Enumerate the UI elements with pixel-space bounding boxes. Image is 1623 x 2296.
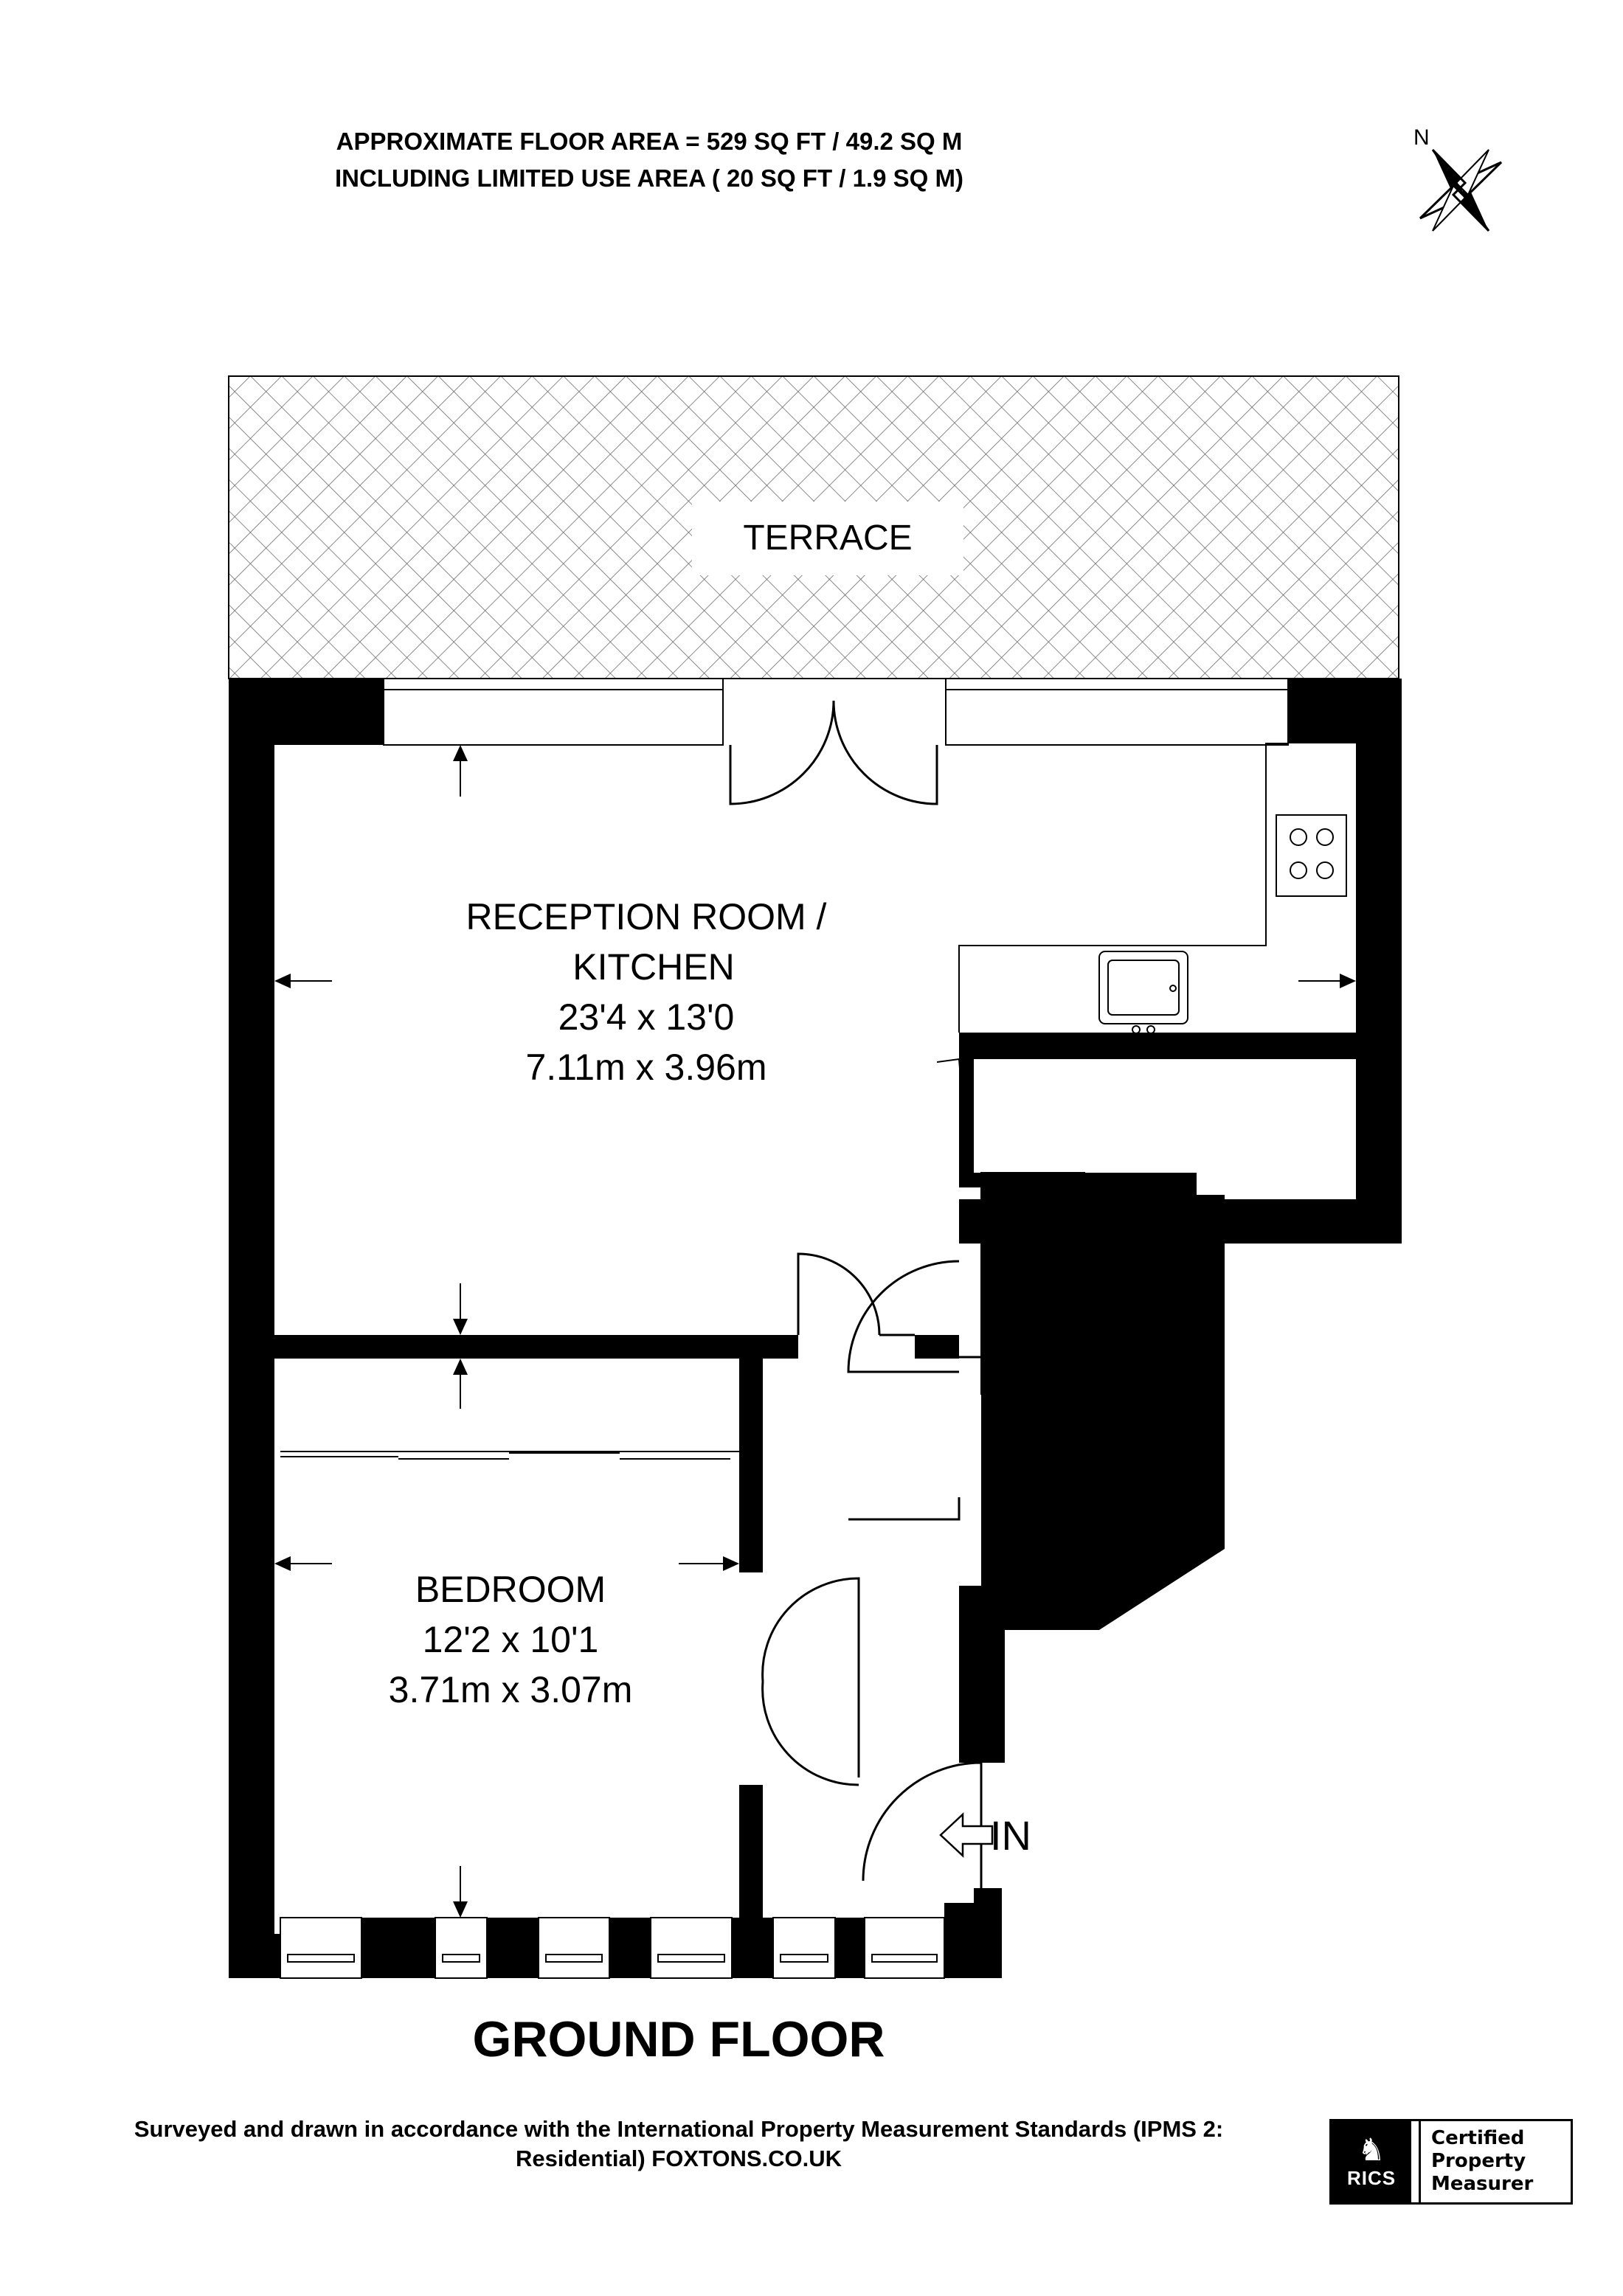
bathroom-fixtures	[980, 1172, 1167, 1580]
limited-use-area-line: INCLUDING LIMITED USE AREA ( 20 SQ FT / …	[335, 164, 963, 192]
badge-line-1: Certified	[1431, 2127, 1525, 2149]
badge-line-2: Property	[1431, 2150, 1526, 2172]
kitchen-units	[936, 743, 1347, 1151]
floor-title: GROUND FLOOR	[472, 2011, 885, 2067]
entrance-label: IN	[990, 1812, 1031, 1859]
wardrobe-doors	[280, 1451, 739, 1460]
bedroom-metric: 3.71m x 3.07m	[389, 1669, 633, 1710]
floor-area-line: APPROXIMATE FLOOR AREA = 529 SQ FT / 49.…	[336, 128, 963, 155]
bedroom-imperial: 12'2 x 10'1	[423, 1619, 599, 1660]
windows	[280, 678, 1289, 1979]
compass-rose-icon	[1419, 148, 1503, 232]
rics-certification-text: Certified Property Measurer	[1419, 2121, 1533, 2202]
walls	[229, 679, 1402, 1978]
footer-standards-line: Surveyed and drawn in accordance with th…	[134, 2116, 1224, 2142]
north-label: N	[1413, 125, 1430, 150]
reception-name-line1: RECEPTION ROOM /	[466, 896, 827, 937]
terrace-area	[228, 375, 1399, 679]
terrace-label: TERRACE	[743, 518, 912, 558]
doors	[729, 700, 983, 1888]
bedroom-name: BEDROOM	[415, 1569, 606, 1610]
footer-website-line: Residential) FOXTONS.CO.UK	[515, 2146, 842, 2171]
reception-name-line2: KITCHEN	[572, 946, 734, 988]
rics-logo: ♞ RICS	[1332, 2121, 1411, 2202]
reception-metric: 7.11m x 3.96m	[525, 1047, 766, 1088]
entrance-arrow-icon	[939, 1812, 994, 1858]
rics-certified-badge: ♞ RICS Certified Property Measurer	[1329, 2119, 1573, 2205]
rics-logo-text: RICS	[1346, 2167, 1397, 2189]
reception-imperial: 23'4 x 13'0	[558, 996, 735, 1038]
measurement-arrows	[274, 745, 1356, 1918]
rics-lion-icon: ♞	[1357, 2132, 1385, 2167]
badge-line-3: Measurer	[1431, 2173, 1534, 2195]
